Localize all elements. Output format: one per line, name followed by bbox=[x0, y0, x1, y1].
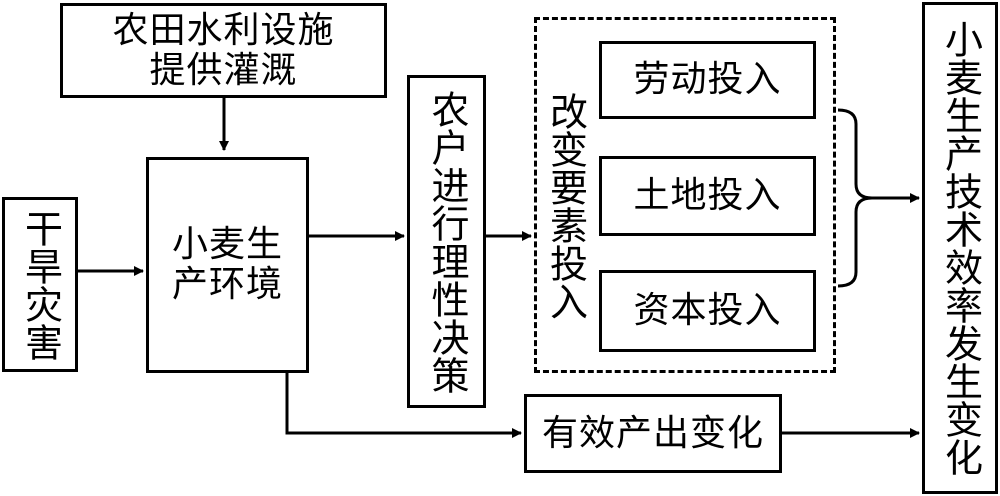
capital-input-label: 资本投入 bbox=[633, 290, 782, 331]
labor-input-box: 劳动投入 bbox=[599, 41, 816, 119]
decision-box: 农户进行理性决策 bbox=[407, 75, 486, 408]
land-input-box: 土地投入 bbox=[599, 156, 816, 236]
drought-label: 干旱灾害 bbox=[18, 208, 63, 361]
output-change-label: 有效产出变化 bbox=[541, 412, 764, 454]
efficiency-box: 小麦生产技术效率发生变化 bbox=[922, 2, 998, 494]
output-change-box: 有效产出变化 bbox=[524, 394, 782, 473]
land-input-label: 土地投入 bbox=[633, 175, 782, 216]
change-inputs-label: 改变要素投入 bbox=[543, 92, 588, 320]
labor-input-label: 劳动投入 bbox=[633, 59, 782, 100]
capital-input-box: 资本投入 bbox=[599, 270, 816, 352]
irrigation-box: 农田水利设施 提供灌溉 bbox=[60, 3, 387, 98]
arrow-env-to-output bbox=[285, 373, 522, 438]
brace bbox=[837, 108, 873, 288]
env-label: 小麦生 产环境 bbox=[171, 224, 283, 305]
irrigation-label: 农田水利设施 提供灌溉 bbox=[112, 9, 335, 91]
efficiency-label: 小麦生产技术效率发生变化 bbox=[938, 20, 983, 476]
decision-label: 农户进行理性决策 bbox=[425, 89, 469, 394]
change-inputs-label-box: 改变要素投入 bbox=[540, 80, 590, 332]
env-box: 小麦生 产环境 bbox=[146, 157, 309, 373]
drought-box: 干旱灾害 bbox=[2, 197, 78, 372]
factor-inputs-group bbox=[534, 17, 836, 373]
